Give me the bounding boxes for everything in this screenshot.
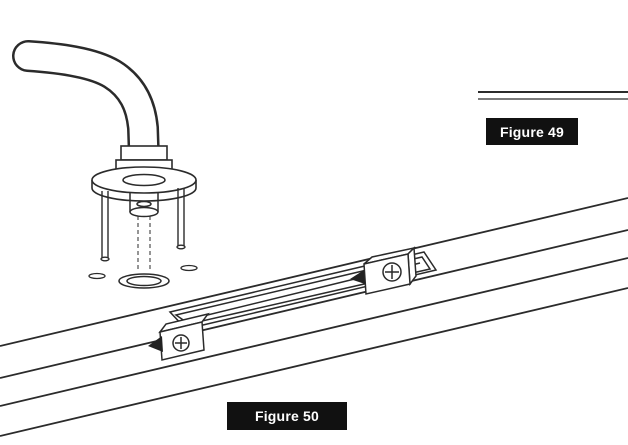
alignment-centerlines	[137, 216, 151, 270]
stud-washers	[88, 264, 198, 280]
mounting-rail-illustration	[0, 197, 628, 437]
rail-edges	[0, 197, 628, 437]
left-bracket-clamp-wedge	[148, 336, 163, 352]
tap-assembly-illustration	[12, 40, 198, 289]
figure-50-badge: Figure 50	[227, 402, 347, 430]
left-bracket-screw	[172, 334, 190, 352]
right-bracket	[350, 246, 417, 295]
figure-49-badge: Figure 49	[486, 118, 578, 145]
tap-shank	[129, 192, 159, 218]
tap-flange	[91, 166, 197, 202]
right-bracket-clamp-wedge	[350, 270, 365, 284]
left-bracket	[148, 312, 210, 361]
gasket-ring	[118, 273, 170, 289]
right-bracket-screw	[382, 262, 402, 282]
tap-handle-tube	[12, 40, 160, 174]
section-divider-rule	[478, 91, 628, 100]
mounting-studs	[100, 188, 186, 262]
